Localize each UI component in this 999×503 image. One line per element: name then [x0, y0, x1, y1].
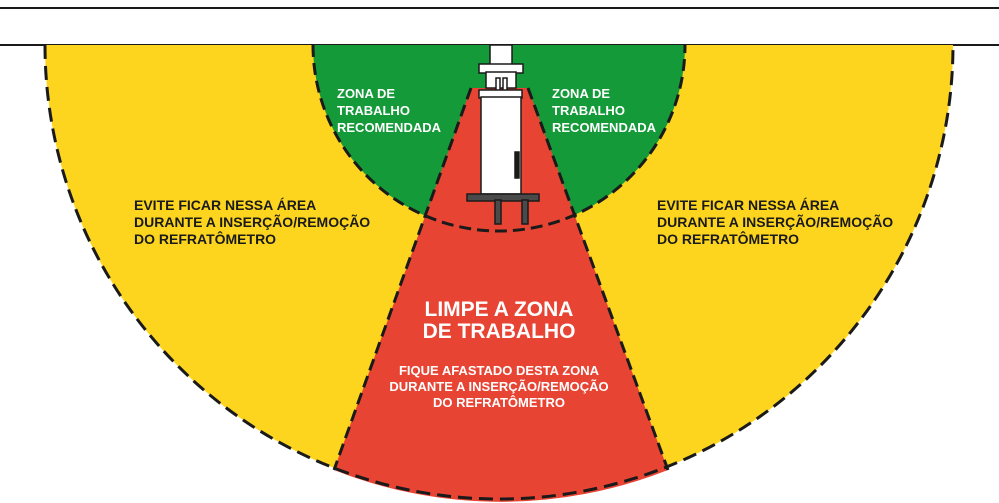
label-line: ZONA DE [337, 86, 395, 101]
label-line: DO REFRATÔMETRO [657, 230, 799, 247]
refractometer-icon [466, 44, 540, 225]
recommended-zone-outline [311, 44, 687, 233]
label-line: DURANTE A INSERÇÃO/REMOÇÃO [657, 213, 893, 230]
label-line: DURANTE A INSERÇÃO/REMOÇÃO [389, 379, 608, 394]
recommended-left-label: ZONA DE TRABALHO RECOMENDADA [337, 86, 442, 135]
clear-zone-right-edge [526, 87, 670, 471]
label-line: EVITE FICAR NESSA ÁREA [134, 197, 316, 213]
label-line: DO REFRATÔMETRO [433, 395, 565, 410]
label-line: RECOMENDADA [552, 120, 657, 135]
label-line: DO REFRATÔMETRO [134, 230, 276, 247]
label-line: TRABALHO [552, 103, 625, 118]
label-line: ZONA DE [552, 86, 610, 101]
label-line: DURANTE A INSERÇÃO/REMOÇÃO [134, 213, 370, 230]
avoid-zone-outline [43, 44, 955, 501]
label-line: TRABALHO [337, 103, 410, 118]
clear-work-zone [334, 88, 668, 502]
label-line: DE TRABALHO [423, 320, 576, 343]
label-line: RECOMENDADA [337, 120, 442, 135]
label-line: FIQUE AFASTADO DESTA ZONA [399, 363, 600, 378]
recommended-right-label: ZONA DE TRABALHO RECOMENDADA [552, 86, 657, 135]
clear-zone-left-edge [332, 87, 473, 471]
label-line: LIMPE A ZONA [425, 298, 574, 321]
label-line: EVITE FICAR NESSA ÁREA [657, 197, 839, 213]
